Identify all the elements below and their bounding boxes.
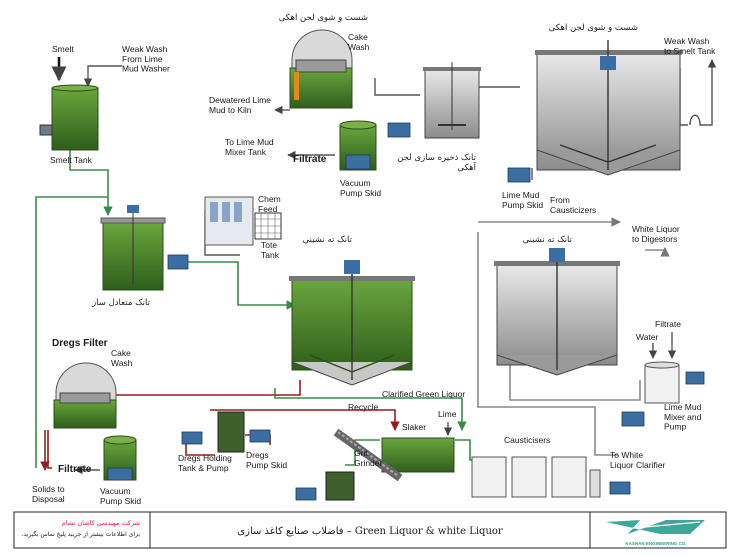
lime-wash-top-label: شست و شوی لجن اهکی <box>279 13 368 23</box>
settling-right-label: تانک ته نشینی <box>523 235 573 245</box>
settling-left-label: تانک ته نشینی <box>303 235 353 245</box>
lime-label: Lime <box>438 409 457 419</box>
filtrate-right-label: Filtrate <box>655 319 681 329</box>
lime-mud-drum-filter[interactable] <box>289 29 353 109</box>
logo-text: KASHAN ENGINEERING CO. <box>625 541 686 546</box>
recycle-label: Recycle <box>348 402 379 412</box>
company-logo: KASHAN ENGINEERING CO. <box>606 520 705 546</box>
green-liquor-clarifier[interactable] <box>289 260 415 386</box>
water-label: Water <box>636 332 659 342</box>
dregs-filter-label: Dregs Filter <box>52 338 108 349</box>
equalizer-label: تانک متعادل ساز <box>91 298 151 308</box>
footer: شرکت مهندسی کاشان نشام برای اطلاعات بیشت… <box>13 511 727 549</box>
equalizer-tank[interactable] <box>100 205 189 291</box>
filtrate-top-label: Filtrate <box>293 154 327 165</box>
chem-feed-skid[interactable] <box>204 196 282 246</box>
lime-wash-right-label: شست و شوی لجن اهکی <box>549 23 638 33</box>
footer-title: فاضلاب صنایع کاغذ سازی – Green Liquor & … <box>237 526 503 537</box>
smelt-tank[interactable] <box>39 84 99 151</box>
filtrate-left-label: Filtrate <box>58 464 92 475</box>
vacuum-pump-skid-top[interactable] <box>339 120 377 171</box>
smelt-label: Smelt <box>52 44 74 54</box>
company-contact: برای اطلاعات بیشتر از جریبد پلیخ تماس بگ… <box>22 530 141 538</box>
lime-slaker[interactable] <box>295 428 455 501</box>
white-liquor-clarifier[interactable] <box>494 248 620 376</box>
company-name: شرکت مهندسی کاشان نشام <box>62 519 140 527</box>
clarified-green-label: Clarified Green Liquor <box>382 389 465 399</box>
lime-mud-mixer-tank[interactable] <box>621 361 705 427</box>
causticiser-tanks[interactable] <box>471 456 631 498</box>
causticisers-label: Causticisers <box>504 435 550 445</box>
lime-mud-storage-tank[interactable] <box>387 62 481 139</box>
lime-mud-clarifier[interactable] <box>507 40 682 183</box>
vacuum-pump-skid-left[interactable] <box>103 435 137 481</box>
dregs-holding-tank[interactable] <box>181 411 271 453</box>
smelt-tank-label: Smelt Tank <box>50 155 93 165</box>
slaker-label: Slaker <box>402 422 426 432</box>
dregs-drum-filter[interactable] <box>53 362 117 429</box>
